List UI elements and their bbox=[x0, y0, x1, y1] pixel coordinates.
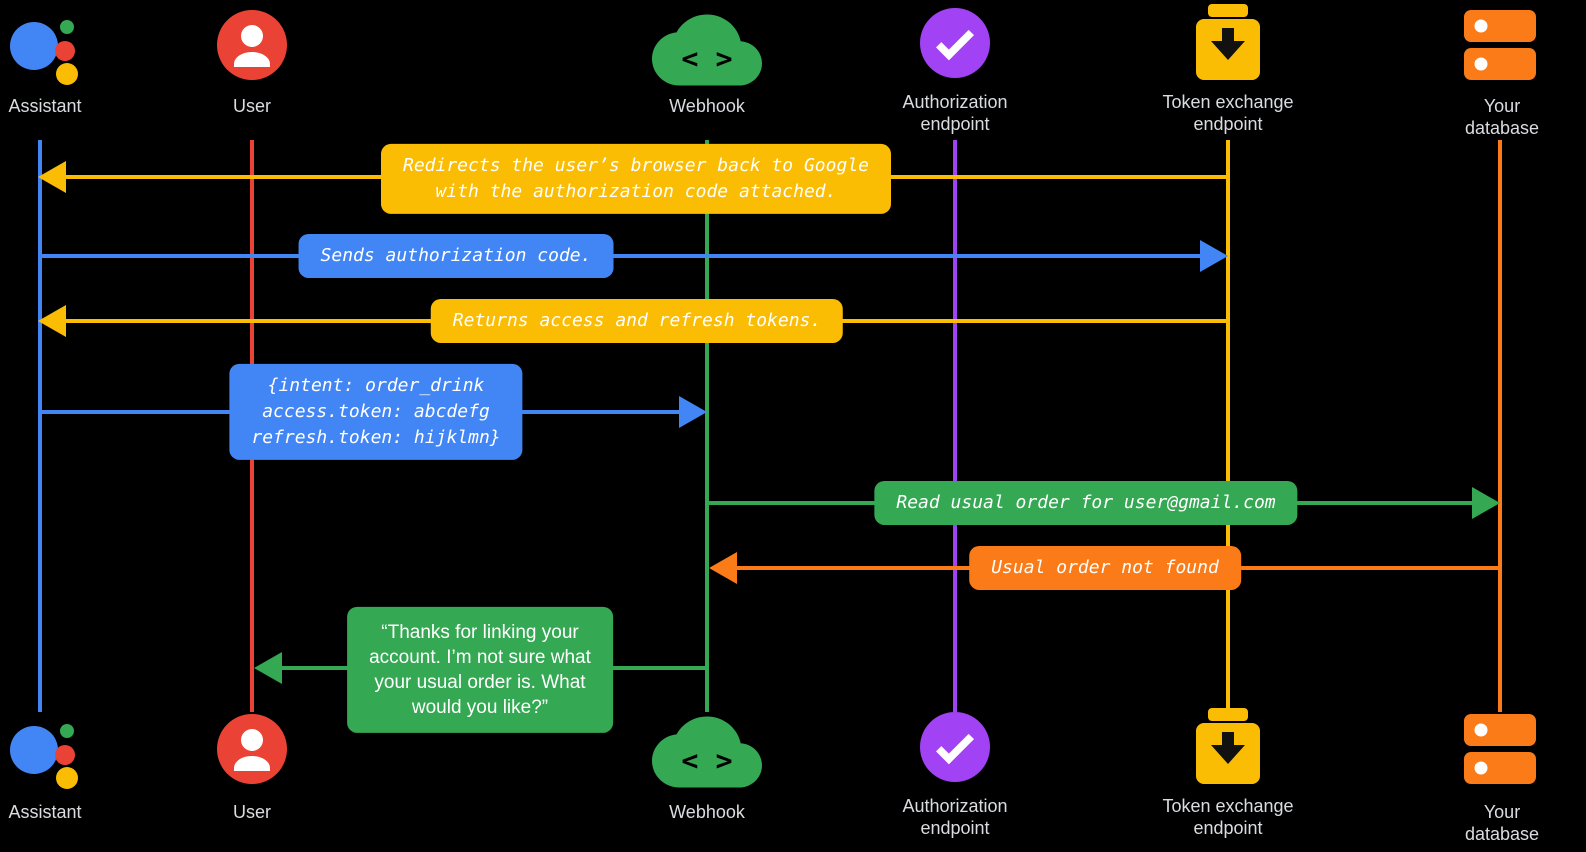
actor-label-assistant: Assistant bbox=[8, 96, 82, 116]
assistant-logo-icon bbox=[4, 710, 86, 792]
arrow-sends-auth-code bbox=[40, 254, 1200, 258]
authorization-check-icon bbox=[920, 712, 990, 782]
token-exchange-box-icon bbox=[1193, 708, 1263, 786]
authorization-check-icon bbox=[920, 8, 990, 78]
arrowhead-right-icon bbox=[1200, 240, 1228, 272]
actor-label-database: Your database bbox=[1464, 802, 1540, 844]
actor-label-assistant: Assistant bbox=[8, 802, 82, 822]
actor-label-user: User bbox=[232, 802, 272, 822]
actor-label-token-exchange: Token exchange endpoint bbox=[1162, 796, 1294, 838]
message-bubble-intent-payload: {intent: order_drink access.token: abcde… bbox=[229, 363, 523, 461]
message-bubble-returns-tokens: Returns access and refresh tokens. bbox=[430, 298, 844, 344]
message-bubble-sends-auth-code: Sends authorization code. bbox=[298, 233, 614, 279]
message-bubble-redirect-browser: Redirects the user’s browser back to Goo… bbox=[381, 143, 891, 215]
lifeline-auth-endpoint bbox=[953, 140, 957, 712]
webhook-cloud-icon: < > bbox=[652, 10, 762, 90]
code-brackets-glyph: < > bbox=[681, 744, 732, 776]
user-icon bbox=[217, 10, 287, 80]
arrowhead-left-icon bbox=[254, 652, 282, 684]
message-bubble-order-not-found: Usual order not found bbox=[969, 545, 1241, 591]
message-bubble-assistant-reply: “Thanks for linking your account. I’m no… bbox=[347, 606, 613, 734]
code-brackets-glyph: < > bbox=[681, 42, 732, 74]
user-icon bbox=[217, 714, 287, 784]
token-exchange-box-icon bbox=[1193, 4, 1263, 82]
database-icon bbox=[1464, 6, 1536, 84]
arrowhead-right-icon bbox=[1472, 487, 1500, 519]
actor-label-database: Your database bbox=[1464, 96, 1540, 138]
arrowhead-left-icon bbox=[38, 305, 66, 337]
lifeline-webhook bbox=[705, 140, 709, 712]
actor-label-user: User bbox=[232, 96, 272, 116]
lifeline-assistant bbox=[38, 140, 42, 712]
lifeline-token-exchange bbox=[1226, 140, 1230, 712]
actor-label-token-exchange: Token exchange endpoint bbox=[1162, 92, 1294, 134]
actor-label-webhook: Webhook bbox=[669, 96, 745, 116]
actor-label-auth-endpoint: Authorization endpoint bbox=[902, 796, 1008, 838]
arrowhead-right-icon bbox=[679, 396, 707, 428]
actor-label-auth-endpoint: Authorization endpoint bbox=[902, 92, 1008, 134]
arrowhead-left-icon bbox=[709, 552, 737, 584]
assistant-logo-icon bbox=[4, 6, 86, 88]
webhook-cloud-icon: < > bbox=[652, 712, 762, 792]
actor-label-webhook: Webhook bbox=[669, 802, 745, 822]
message-bubble-read-order: Read usual order for user@gmail.com bbox=[874, 480, 1298, 526]
lifeline-database bbox=[1498, 140, 1502, 712]
arrowhead-left-icon bbox=[38, 161, 66, 193]
database-icon bbox=[1464, 710, 1536, 788]
